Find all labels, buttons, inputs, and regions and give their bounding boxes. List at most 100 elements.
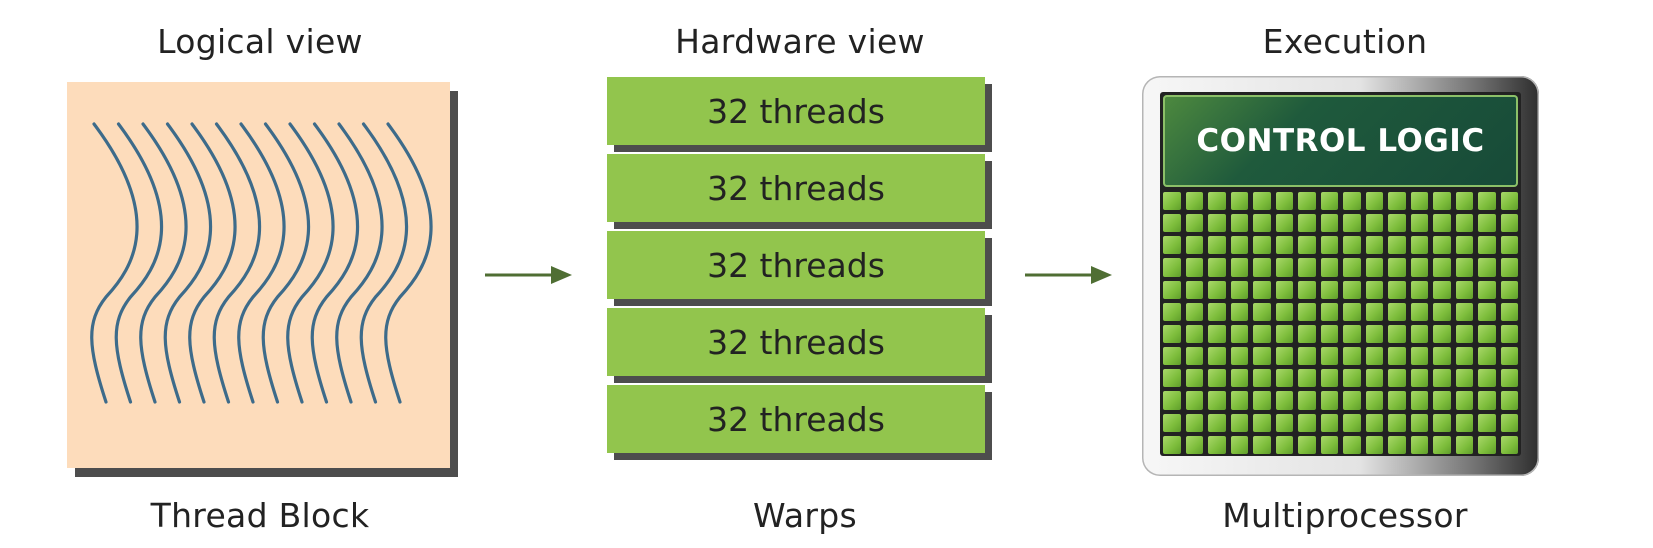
- core-cell: [1275, 435, 1293, 454]
- core-cell: [1208, 324, 1226, 344]
- core-cell: [1433, 302, 1451, 321]
- core-cell: [1410, 347, 1428, 366]
- core-cell: [1410, 280, 1428, 299]
- core-cell: [1230, 236, 1248, 255]
- core-cell: [1208, 236, 1226, 255]
- core-cell: [1410, 258, 1428, 277]
- core-cell: [1500, 435, 1518, 454]
- core-cell: [1298, 258, 1316, 277]
- core-cell: [1433, 435, 1451, 454]
- thread-line: [188, 122, 237, 404]
- thread-lines: [90, 122, 433, 404]
- core-cell: [1433, 324, 1451, 344]
- core-cell: [1230, 214, 1248, 233]
- core-cell: [1478, 192, 1496, 211]
- core-cell: [1455, 347, 1473, 366]
- core-cell: [1365, 369, 1383, 388]
- core-cell: [1230, 324, 1248, 344]
- arrow-right-icon: [485, 266, 572, 284]
- core-cell: [1455, 435, 1473, 454]
- thread-line: [335, 122, 384, 404]
- core-cell: [1365, 214, 1383, 233]
- core-cell: [1343, 214, 1361, 233]
- core-cell: [1410, 302, 1428, 321]
- core-cell: [1230, 258, 1248, 277]
- core-cell: [1343, 413, 1361, 432]
- core-cell: [1343, 347, 1361, 366]
- core-cell: [1208, 435, 1226, 454]
- core-cell: [1500, 369, 1518, 388]
- core-cell: [1163, 324, 1181, 344]
- core-cell: [1455, 280, 1473, 299]
- core-cell: [1365, 192, 1383, 211]
- thread-line: [261, 122, 311, 404]
- core-cell: [1388, 413, 1406, 432]
- core-cell: [1388, 280, 1406, 299]
- core-cell: [1275, 324, 1293, 344]
- warp: 32 threads: [607, 308, 992, 383]
- core-cell: [1365, 280, 1383, 299]
- core-cell: [1500, 302, 1518, 321]
- core-cell: [1163, 391, 1181, 410]
- multiprocessor-chip: CONTROL LOGIC: [1142, 76, 1539, 476]
- core-cell: [1478, 280, 1496, 299]
- core-cell: [1163, 258, 1181, 277]
- core-cell: [1320, 435, 1338, 454]
- core-cell: [1230, 435, 1248, 454]
- core-cell: [1500, 347, 1518, 366]
- core-cell: [1230, 280, 1248, 299]
- core-cell: [1230, 369, 1248, 388]
- core-cell: [1298, 214, 1316, 233]
- thread-block: [67, 82, 450, 468]
- core-cell: [1343, 236, 1361, 255]
- core-cell: [1253, 435, 1271, 454]
- core-cell: [1500, 214, 1518, 233]
- warp-label: 32 threads: [607, 77, 985, 145]
- core-cell: [1433, 369, 1451, 388]
- core-cell: [1208, 347, 1226, 366]
- core-cell: [1320, 413, 1338, 432]
- core-cell: [1230, 413, 1248, 432]
- thread-line: [163, 122, 213, 404]
- core-cell: [1208, 258, 1226, 277]
- core-cell: [1343, 280, 1361, 299]
- core-cell: [1163, 280, 1181, 299]
- core-cell: [1320, 347, 1338, 366]
- warp-label: 32 threads: [607, 154, 985, 222]
- core-cell: [1253, 192, 1271, 211]
- core-cell: [1275, 413, 1293, 432]
- thread-line: [286, 122, 335, 404]
- core-cell: [1275, 369, 1293, 388]
- core-cell: [1365, 347, 1383, 366]
- core-cell: [1365, 413, 1383, 432]
- core-cell: [1320, 302, 1338, 321]
- core-cell: [1478, 214, 1496, 233]
- core-cell: [1455, 214, 1473, 233]
- core-cell: [1365, 435, 1383, 454]
- core-cell: [1298, 192, 1316, 211]
- core-cell: [1343, 302, 1361, 321]
- core-cell: [1298, 347, 1316, 366]
- core-cell: [1500, 324, 1518, 344]
- core-cell: [1478, 258, 1496, 277]
- core-cell: [1163, 214, 1181, 233]
- core-cell: [1433, 192, 1451, 211]
- core-cell: [1320, 280, 1338, 299]
- core-cell: [1320, 192, 1338, 211]
- core-cell: [1455, 236, 1473, 255]
- warps-label: Warps: [753, 496, 857, 535]
- core-cell: [1163, 413, 1181, 432]
- core-cell: [1185, 192, 1203, 211]
- core-cell: [1275, 280, 1293, 299]
- multiprocessor-die: CONTROL LOGIC: [1160, 92, 1521, 456]
- core-cell: [1298, 302, 1316, 321]
- core-cell: [1163, 347, 1181, 366]
- core-cell: [1455, 324, 1473, 344]
- core-cell: [1365, 391, 1383, 410]
- thread-line: [90, 122, 139, 404]
- thread-line: [359, 122, 409, 404]
- core-cell: [1253, 369, 1271, 388]
- core-cell: [1410, 435, 1428, 454]
- core-cell: [1343, 258, 1361, 277]
- core-cell: [1343, 391, 1361, 410]
